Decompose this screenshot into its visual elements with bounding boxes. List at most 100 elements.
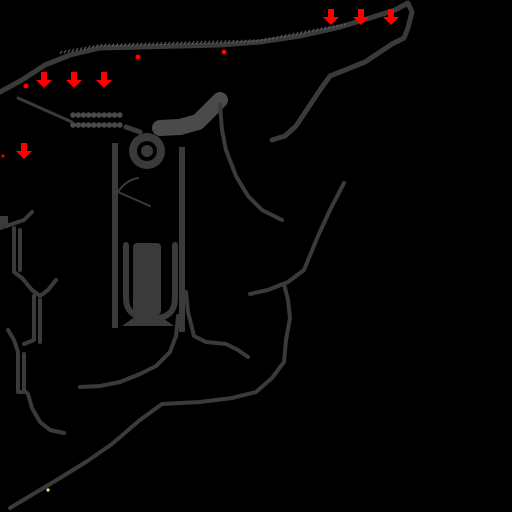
hatch-mark: [119, 43, 123, 47]
down-arrow-icon: [36, 72, 52, 88]
hatch-mark: [247, 39, 251, 43]
hatch-mark: [319, 27, 323, 31]
bridge-segment: [96, 122, 102, 128]
hatch-mark: [87, 45, 91, 50]
down-arrow-icon: [323, 9, 339, 25]
enemy-marker: [1, 154, 5, 158]
hatch-mark: [239, 39, 243, 44]
enemy-marker: [135, 54, 141, 60]
hatch-mark: [179, 41, 183, 45]
left-structures: [0, 210, 66, 435]
hatch-mark: [339, 23, 343, 28]
hatch-mark: [91, 44, 95, 49]
hatch-mark: [199, 40, 203, 45]
hatch-mark: [159, 41, 163, 46]
player-dot-icon: [46, 488, 50, 492]
hatch-mark: [107, 43, 111, 48]
bridge-segment: [111, 122, 118, 128]
hatch-mark: [71, 48, 75, 53]
hatch-mark: [127, 42, 131, 47]
hatch-mark: [171, 41, 175, 46]
hatch-mark: [287, 33, 291, 38]
bridge-segment: [117, 112, 123, 118]
hatch-mark: [163, 41, 167, 46]
hatch-mark: [299, 31, 303, 35]
hatch-mark: [255, 38, 259, 43]
hatch-mark: [123, 42, 127, 47]
hatch-mark: [215, 40, 219, 44]
hatch-mark: [291, 32, 295, 37]
hatch-mark: [295, 31, 299, 36]
hatch-mark: [63, 49, 67, 54]
bridge-segment: [75, 112, 81, 118]
hatch-mark: [131, 42, 135, 47]
coastline-hatch: [59, 22, 347, 55]
bridge-segment: [80, 112, 87, 118]
down-arrow-icon: [16, 143, 32, 159]
hatch-mark: [211, 40, 215, 44]
hatch-mark: [79, 47, 83, 51]
bridge-segment: [101, 112, 107, 118]
bridge-segment: [85, 112, 92, 118]
down-arrow-icon: [96, 72, 112, 88]
hatch-mark: [95, 44, 99, 48]
enemy-marker: [221, 49, 227, 55]
bridge-segment: [111, 112, 118, 118]
hatch-mark: [103, 43, 107, 48]
hatch-mark: [223, 39, 227, 44]
hatch-mark: [115, 43, 119, 47]
hatch-mark: [135, 42, 139, 47]
hatch-mark: [275, 35, 279, 40]
bridge-segment: [70, 112, 76, 118]
bridge-segment: [75, 122, 81, 128]
hatch-mark: [167, 41, 171, 46]
enemy-markers: [1, 49, 227, 158]
bridge-segment: [70, 122, 76, 128]
hatch-mark: [143, 42, 147, 47]
hatch-mark: [327, 25, 331, 30]
hatch-mark: [207, 40, 211, 45]
bridge-segment: [91, 122, 97, 128]
enemy-marker: [23, 83, 29, 89]
hatch-mark: [343, 22, 347, 27]
interior-roads: [8, 103, 346, 510]
bridge-segment: [85, 122, 92, 128]
dotted-bridge: [70, 112, 123, 128]
hatch-mark: [67, 49, 71, 53]
objective-arrows: [16, 9, 399, 159]
bridge-segment: [106, 112, 113, 118]
hatch-mark: [111, 43, 115, 47]
hatch-mark: [219, 40, 223, 44]
hatch-mark: [195, 40, 199, 45]
hatch-mark: [307, 29, 311, 34]
hatch-mark: [331, 24, 335, 29]
left-connector: [16, 96, 74, 124]
bridge-segment: [101, 122, 107, 128]
bridge-segment: [106, 122, 113, 128]
hatch-mark: [231, 39, 235, 44]
hatch-mark: [315, 28, 319, 32]
hatch-mark: [139, 42, 143, 47]
hatch-mark: [175, 41, 179, 46]
hatch-mark: [283, 34, 287, 38]
hatch-mark: [267, 37, 271, 41]
hatch-mark: [323, 26, 327, 31]
hatch-mark: [259, 38, 263, 43]
hatch-mark: [251, 39, 255, 43]
ridge-road: [152, 92, 228, 136]
hatch-mark: [271, 36, 275, 41]
hatch-mark: [147, 42, 151, 46]
hatch-mark: [311, 28, 315, 33]
player-marker: [46, 488, 50, 492]
hatch-mark: [235, 39, 239, 44]
down-arrow-icon: [66, 72, 82, 88]
down-arrow-icon: [383, 9, 399, 25]
hatch-mark: [335, 24, 339, 28]
hatch-mark: [243, 39, 247, 44]
hatch-mark: [279, 34, 283, 39]
hatch-mark: [59, 50, 63, 55]
hatch-mark: [263, 37, 267, 42]
hatch-mark: [83, 46, 87, 51]
bridge-segment: [91, 112, 97, 118]
